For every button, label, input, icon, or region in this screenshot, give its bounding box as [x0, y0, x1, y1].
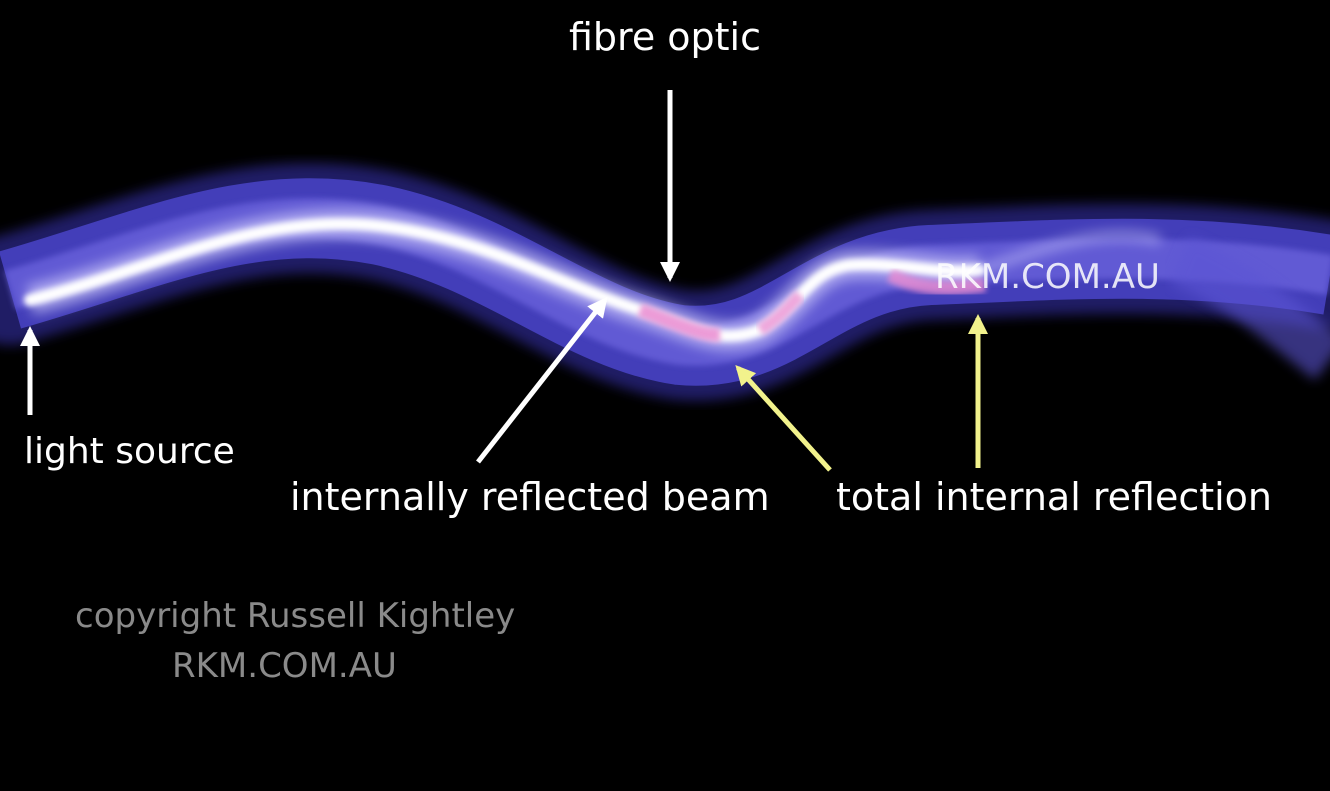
light-source-label: light source — [24, 431, 235, 472]
fibre-watermark: RKM.COM.AU — [935, 257, 1160, 297]
fibre-optic-label: fibre optic — [569, 15, 761, 59]
copyright-line-1: copyright Russell Kightley — [75, 596, 515, 636]
total-internal-reflection-label: total internal reflection — [836, 475, 1272, 519]
internally-reflected-beam-label: internally reflected beam — [290, 475, 770, 519]
copyright-line-2: RKM.COM.AU — [172, 646, 397, 686]
